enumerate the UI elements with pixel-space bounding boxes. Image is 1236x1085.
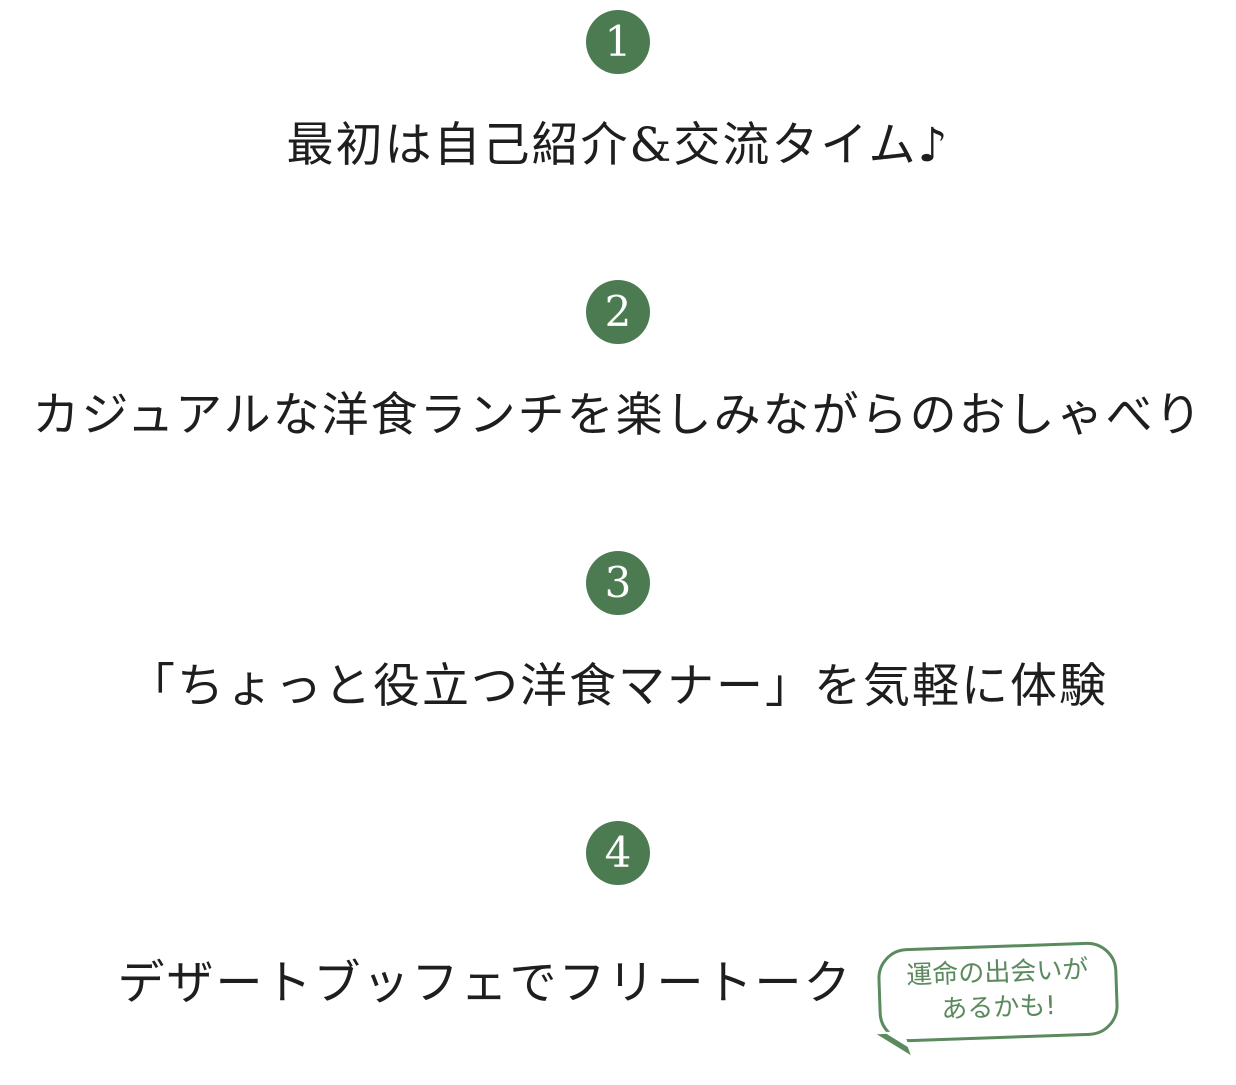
step-4-row: デザートブッフェでフリートーク 運命の出会いが あるかも! [117,929,1121,1044]
step-4-text: デザートブッフェでフリートーク [117,956,853,1012]
step-1-text: 最初は自己紹介&交流タイム♪ [286,118,950,173]
step-1: 1 最初は自己紹介&交流タイム♪ [287,10,950,280]
step-4: 4 デザートブッフェでフリートーク 運命の出会いが あるかも! [117,821,1121,1044]
speech-bubble: 運命の出会いが あるかも! [876,941,1121,1044]
step-2-number-badge: 2 [586,280,650,345]
step-3-number-badge: 3 [586,550,650,615]
step-3: 3 「ちょっと役立つ洋食マナー」を気軽に体験 [128,550,1108,821]
step-1-number-badge: 1 [585,10,650,74]
step-2-text: カジュアルな洋食ランチを楽しみながらのおしゃべり [32,388,1204,444]
speech-bubble-line-2: あるかも! [941,991,1057,1026]
step-3-text: 「ちょっと役立つ洋食マナー」を気軽に体験 [128,658,1108,714]
step-4-number-badge: 4 [585,821,650,886]
speech-bubble-line-1: 運命の出会いが [906,955,1090,992]
step-2: 2 カジュアルな洋食ランチを楽しみながらのおしゃべり [32,280,1203,550]
